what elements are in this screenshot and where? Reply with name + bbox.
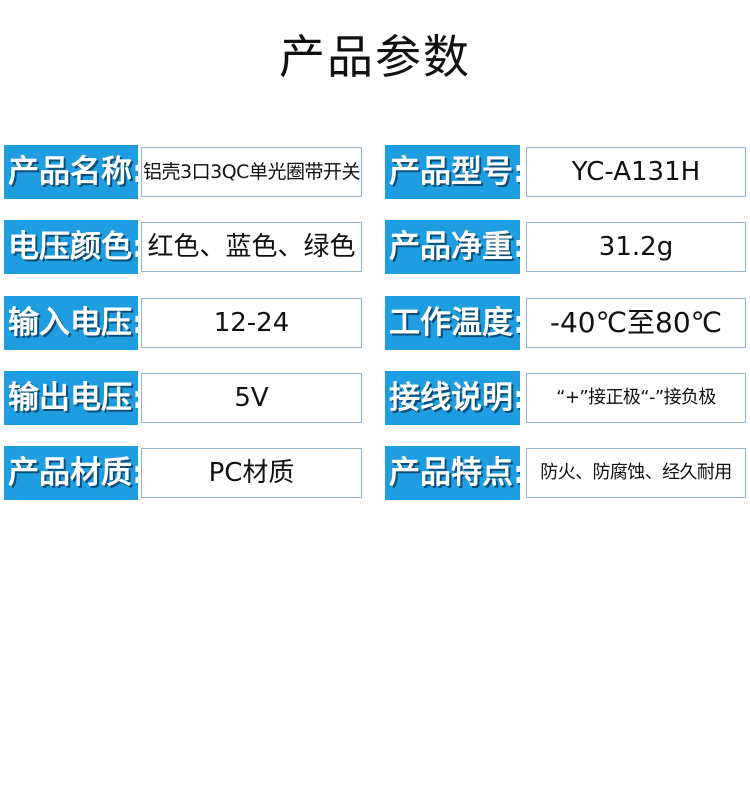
spec-value-output-voltage: 5V xyxy=(141,373,362,423)
spec-label-material: 产品材质: xyxy=(4,446,138,500)
spec-label-colors: 电压颜色: xyxy=(4,220,138,274)
spec-value-material: PC材质 xyxy=(141,448,362,498)
spec-label-model: 产品型号: xyxy=(385,145,520,199)
spec-row-2: 电压颜色: 红色、蓝色、绿色 产品净重: 31.2g xyxy=(0,220,750,274)
spec-row-5: 产品材质: PC材质 产品特点: 防火、防腐蚀、经久耐用 xyxy=(0,446,750,500)
spec-value-model: YC-A131H xyxy=(526,147,746,197)
spec-label-features: 产品特点: xyxy=(385,446,520,500)
spec-row-4: 输出电压: 5V 接线说明: “+”接正极“-”接负极 xyxy=(0,371,750,425)
spec-value-features: 防火、防腐蚀、经久耐用 xyxy=(526,448,746,498)
spec-label-output-voltage: 输出电压: xyxy=(4,371,138,425)
spec-label-input-voltage: 输入电压: xyxy=(4,296,138,350)
spec-value-wiring: “+”接正极“-”接负极 xyxy=(526,373,746,423)
spec-value-weight: 31.2g xyxy=(526,222,746,272)
spec-value-product-name: 铝壳3口3QC单光圈带开关 xyxy=(141,147,362,197)
spec-label-weight: 产品净重: xyxy=(385,220,520,274)
spec-value-colors: 红色、蓝色、绿色 xyxy=(141,222,362,272)
spec-row-1: 产品名称: 铝壳3口3QC单光圈带开关 产品型号: YC-A131H xyxy=(0,145,750,199)
spec-value-input-voltage: 12-24 xyxy=(141,298,362,348)
spec-value-temperature: -40℃至80℃ xyxy=(526,298,746,348)
spec-label-product-name: 产品名称: xyxy=(4,145,138,199)
page-title: 产品参数 xyxy=(279,30,471,84)
spec-label-wiring: 接线说明: xyxy=(385,371,520,425)
spec-row-3: 输入电压: 12-24 工作温度: -40℃至80℃ xyxy=(0,296,750,350)
spec-label-temperature: 工作温度: xyxy=(385,296,520,350)
